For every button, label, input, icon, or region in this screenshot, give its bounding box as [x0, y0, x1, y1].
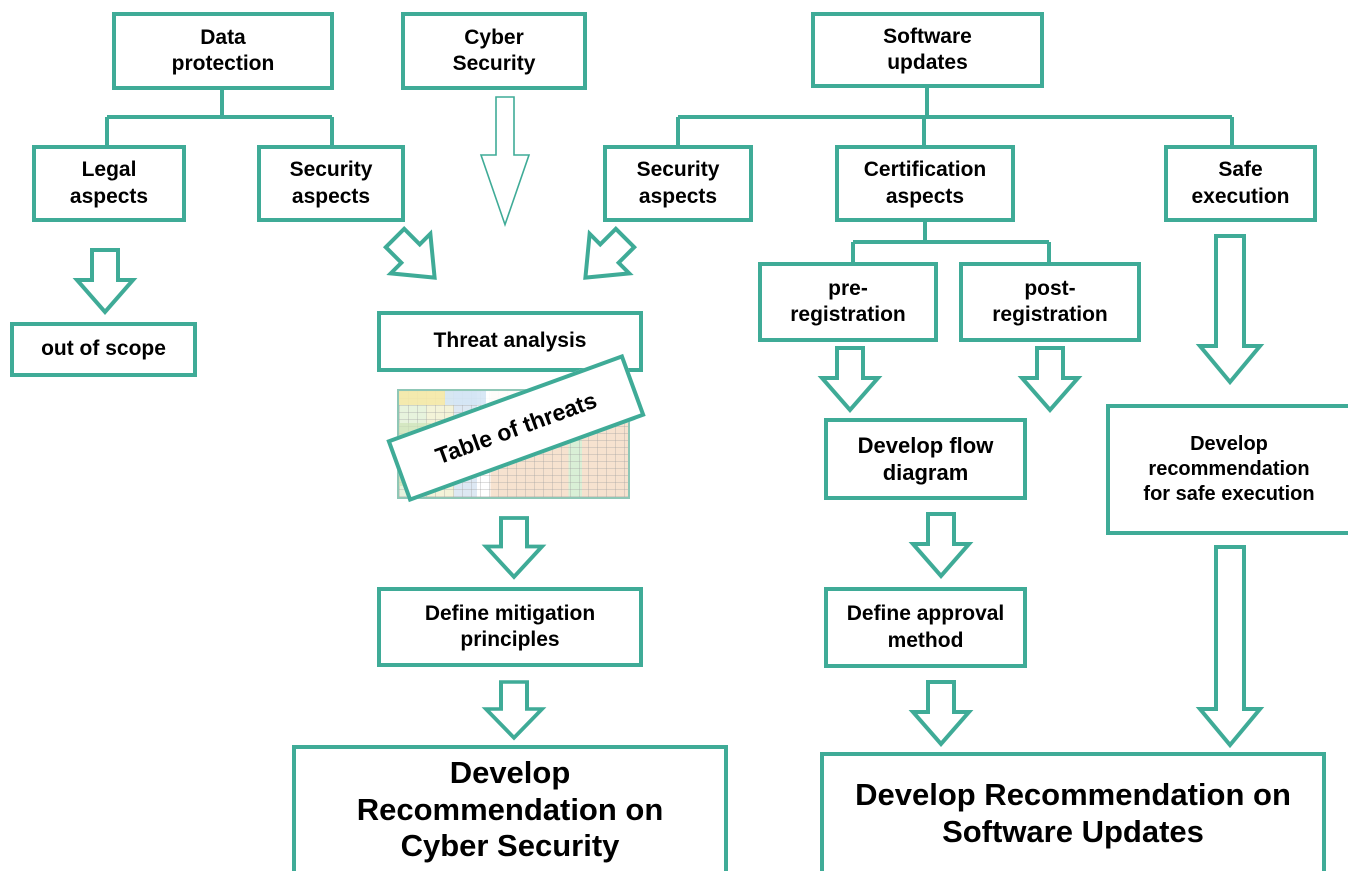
connector-software-updates — [676, 86, 1234, 146]
cyber-security-box: Cyber Security — [401, 12, 587, 90]
software-updates-box: Software updates — [811, 12, 1044, 88]
define-approval-box: Define approval method — [824, 587, 1027, 668]
define-mitigation-label: Define mitigation principles — [424, 601, 596, 651]
out-of-scope-label: out of scope — [41, 337, 166, 361]
software-updates-label: Software updates — [883, 24, 972, 74]
safe-execution-label: Safe execution — [1191, 158, 1290, 208]
legal-aspects-box: Legal aspects — [32, 145, 186, 222]
connector-certification — [851, 222, 1051, 264]
security-aspects-su-label: Security aspects — [636, 158, 720, 208]
develop-recommendation-safe-label: Develop recommendation for safe executio… — [1143, 433, 1315, 505]
recommendation-software-label: Develop Recommendation on Software Updat… — [855, 776, 1291, 849]
security-aspects-su-box: Security aspects — [603, 145, 753, 222]
recommendation-cyber-label: Develop Recommendation on Cyber Security — [356, 755, 664, 864]
data-protection-label: Data protection — [171, 25, 275, 75]
legal-aspects-label: Legal aspects — [69, 158, 149, 208]
cyber-security-label: Cyber Security — [452, 25, 536, 75]
out-of-scope-box: out of scope — [10, 322, 197, 377]
security-aspects-dp-box: Security aspects — [257, 145, 405, 222]
define-approval-label: Define approval method — [846, 602, 1005, 652]
develop-flow-diagram-label: Develop flow diagram — [857, 432, 994, 486]
safe-execution-box: Safe execution — [1164, 145, 1317, 222]
certification-aspects-label: Certification aspects — [863, 158, 987, 208]
threat-analysis-label: Threat analysis — [433, 329, 587, 353]
pre-registration-label: pre- registration — [790, 276, 906, 326]
define-mitigation-box: Define mitigation principles — [377, 587, 643, 667]
security-aspects-dp-label: Security aspects — [289, 158, 373, 208]
data-protection-box: Data protection — [112, 12, 334, 90]
connector-data-protection — [105, 88, 334, 146]
threat-analysis-box: Threat analysis — [377, 311, 643, 372]
recommendation-software-box: Develop Recommendation on Software Updat… — [820, 752, 1326, 871]
develop-recommendation-safe-box: Develop recommendation for safe executio… — [1106, 404, 1348, 535]
develop-flow-diagram-box: Develop flow diagram — [824, 418, 1027, 500]
recommendation-cyber-box: Develop Recommendation on Cyber Security — [292, 745, 728, 871]
certification-aspects-box: Certification aspects — [835, 145, 1015, 222]
post-registration-box: post- registration — [959, 262, 1141, 342]
post-registration-label: post- registration — [992, 276, 1108, 326]
pre-registration-box: pre- registration — [758, 262, 938, 342]
